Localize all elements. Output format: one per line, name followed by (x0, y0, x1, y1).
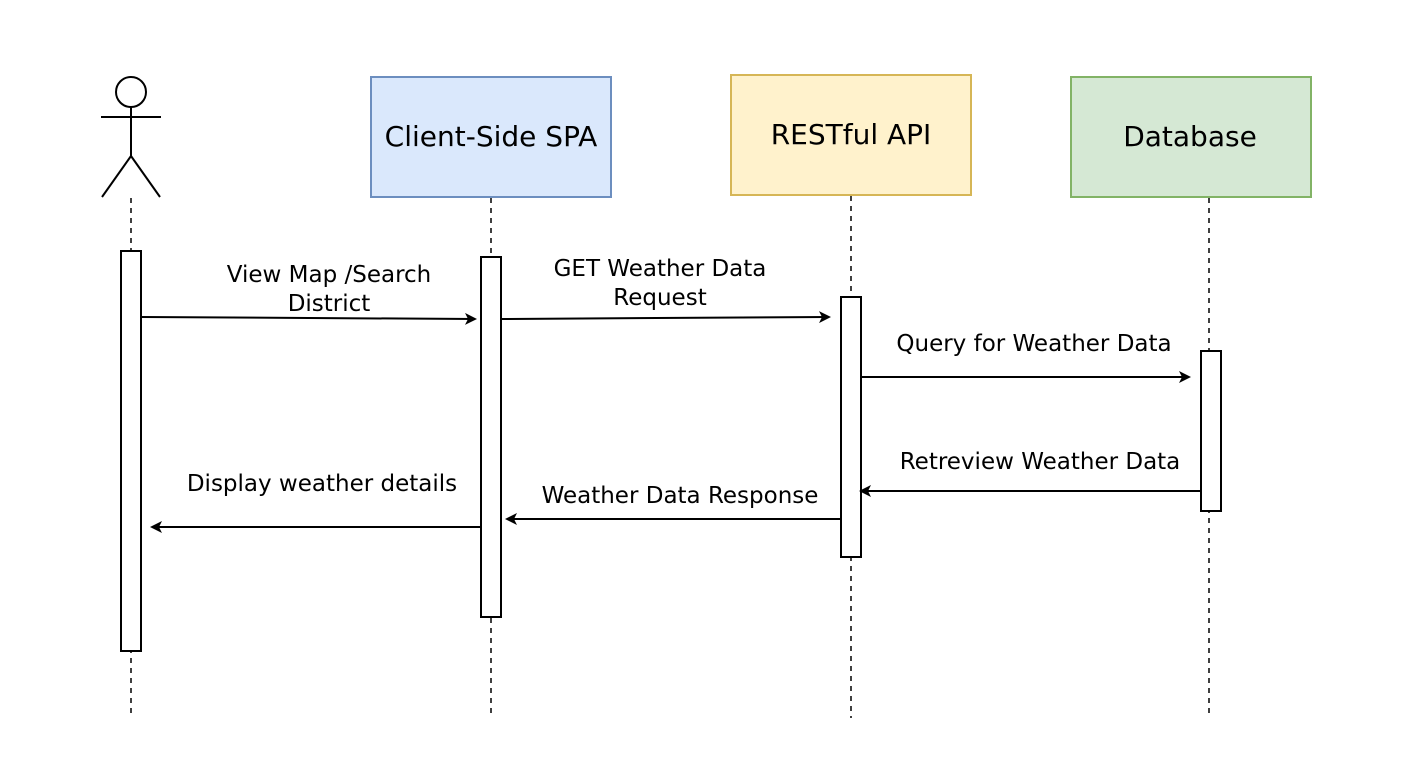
participant-label-api: RESTful API (771, 118, 932, 151)
participant-label-spa: Client-Side SPA (385, 120, 598, 153)
message-label-view-map-line2: District (288, 291, 371, 317)
participant-box-spa (370, 76, 612, 198)
activation-bar-spa (480, 256, 502, 618)
message-arrow-view-map (140, 312, 477, 325)
message-label-query: Query for Weather Data (896, 331, 1171, 357)
activation-bar-api (840, 296, 862, 558)
actor-icon (101, 76, 161, 198)
activation-bar-db (1200, 350, 1222, 512)
participant-label-db: Database (1123, 120, 1257, 153)
message-label-response: Weather Data Response (542, 483, 819, 509)
message-label-display: Display weather details (187, 471, 457, 497)
message-label-get-weather-line2: Request (613, 285, 706, 311)
participant-box-api (730, 74, 972, 196)
message-label-retrieve: Retreview Weather Data (900, 449, 1181, 475)
message-label-get-weather-line1: GET Weather Data (554, 256, 767, 282)
message-label-view-map-line1: View Map /Search (227, 262, 432, 288)
participant-box-db (1070, 76, 1312, 198)
message-arrow-get-weather (500, 311, 831, 324)
activation-bar-actor (120, 250, 142, 652)
